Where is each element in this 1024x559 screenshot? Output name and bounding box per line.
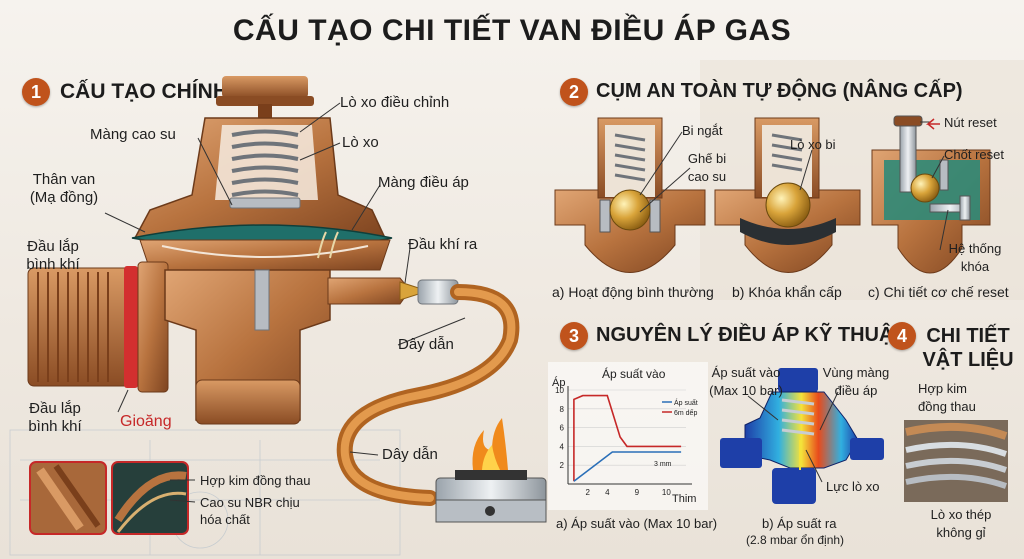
adjust-spring: [231, 129, 299, 197]
material-brass-label: Hợp kim đồng thau: [200, 473, 311, 488]
label-gasket: Gioăng: [120, 413, 172, 430]
label-membrane-zone: Vùng màng điều áp: [822, 365, 890, 398]
label-ball-spring: Lò xo bi: [790, 137, 836, 152]
label-rubber-membrane: Màng cao su: [90, 126, 176, 143]
section1-badge: 1: [22, 78, 50, 106]
label-spring: Lò xo: [342, 134, 379, 151]
chart-legend-2: 6m dếp: [674, 408, 697, 417]
pressure-simulation: [720, 368, 884, 504]
chart-xlabel: Thim: [672, 493, 696, 505]
chart-series-line-1: [573, 451, 682, 482]
caption-outlet-pressure-2: (2.8 mbar ổn định): [746, 533, 845, 547]
chart-ylabel: Áp: [552, 376, 565, 389]
material-insets: [29, 461, 189, 535]
chart-ytick-1: 4: [560, 442, 565, 451]
page-title: CẤU TẠO CHI TIẾT VAN ĐIỀU ÁP GAS: [232, 14, 792, 47]
label-inlet-pressure: Áp suất vào (Max 10 bar): [709, 365, 783, 398]
outlet-fitting: [327, 277, 411, 305]
caption-normal: a) Hoạt động bình thường: [552, 284, 714, 300]
caption-emergency: b) Khóa khẩn cấp: [732, 284, 842, 300]
chart-title: Áp suất vào: [602, 366, 666, 381]
section2-badge: 2: [560, 78, 588, 106]
section1-title: CẤU TẠO CHÍNH: [60, 80, 228, 103]
material-nbr-label-2: hóa chất: [200, 512, 250, 527]
label-hose-right: Dây dẫn: [398, 336, 454, 353]
safety-valve-b: [714, 117, 861, 273]
inlet-fitting: [27, 261, 169, 393]
section4-badge: 4: [888, 322, 916, 350]
label-outlet: Đầu khí ra: [408, 236, 478, 253]
label-reset-pin: Chốt reset: [944, 147, 1004, 162]
chart-ytick-3: 8: [560, 405, 565, 414]
stove-icon: [435, 418, 547, 523]
section3-title: NGUYÊN LÝ ĐIỀU ÁP KỸ THUẬT: [596, 324, 906, 346]
safety-valve-c: [871, 115, 991, 274]
label-valve-body: Thân van (Mạ đồng): [29, 171, 99, 206]
section2-leader-lines: [639, 121, 949, 251]
caption-outlet-pressure: b) Áp suất ra: [762, 516, 837, 531]
label-ball-seat: Ghế bi cao su: [687, 151, 727, 184]
label-reg-membrane: Màng điều áp: [378, 174, 469, 191]
chart-xtick-0: 2: [585, 488, 590, 497]
label-spring-force: Lực lò xo: [826, 479, 880, 494]
chart-series-line-0: [573, 394, 682, 482]
label-inlet-bottom: Đầu lắp bình khí: [28, 400, 82, 435]
label-stainless-spring: Lò xo thép không gỉ: [930, 507, 992, 540]
chart-ytick-2: 6: [560, 424, 565, 433]
adjust-knob: [216, 76, 314, 124]
label-hose-bottom: Dây dẫn: [382, 446, 438, 463]
label-reset-button: Nút reset: [944, 115, 997, 130]
caption-reset: c) Chi tiết cơ chế reset: [868, 284, 1009, 300]
label-ball: Bi ngắt: [682, 123, 723, 138]
section4-title: CHI TIẾT VẬT LIỆU: [922, 325, 1014, 371]
material-photos: [904, 420, 1008, 502]
label-brass: Hợp kim đồng thau: [918, 381, 976, 414]
chart-annotation: 3 mm: [654, 461, 672, 468]
caption-inlet-pressure: a) Áp suất vào (Max 10 bar): [556, 516, 718, 531]
section2-title: CỤM AN TOÀN TỰ ĐỘNG (NÂNG CẤP): [596, 80, 963, 102]
label-inlet-top: Đầu lắp bình khí: [26, 238, 80, 273]
chart-xtick-2: 9: [635, 488, 640, 497]
chart-ytick-4: 10: [555, 386, 564, 395]
label-lock-system: Hệ thống khóa: [948, 241, 1002, 274]
section1-leader-lines: [104, 102, 466, 503]
chart-xtick-3: 10: [662, 488, 671, 497]
label-adjust-spring: Lò xo điều chỉnh: [340, 94, 450, 111]
safety-valve-a: [554, 117, 706, 273]
chart-legend-1: Áp suất: [674, 398, 698, 407]
section3-leader-lines: [747, 391, 839, 483]
chart-xtick-1: 4: [605, 488, 610, 497]
material-nbr-label: Cao su NBR chịu: [200, 495, 300, 510]
section3-badge: 3: [560, 322, 588, 350]
chart-ytick-0: 2: [560, 461, 565, 470]
gasket-ring: [124, 266, 138, 388]
